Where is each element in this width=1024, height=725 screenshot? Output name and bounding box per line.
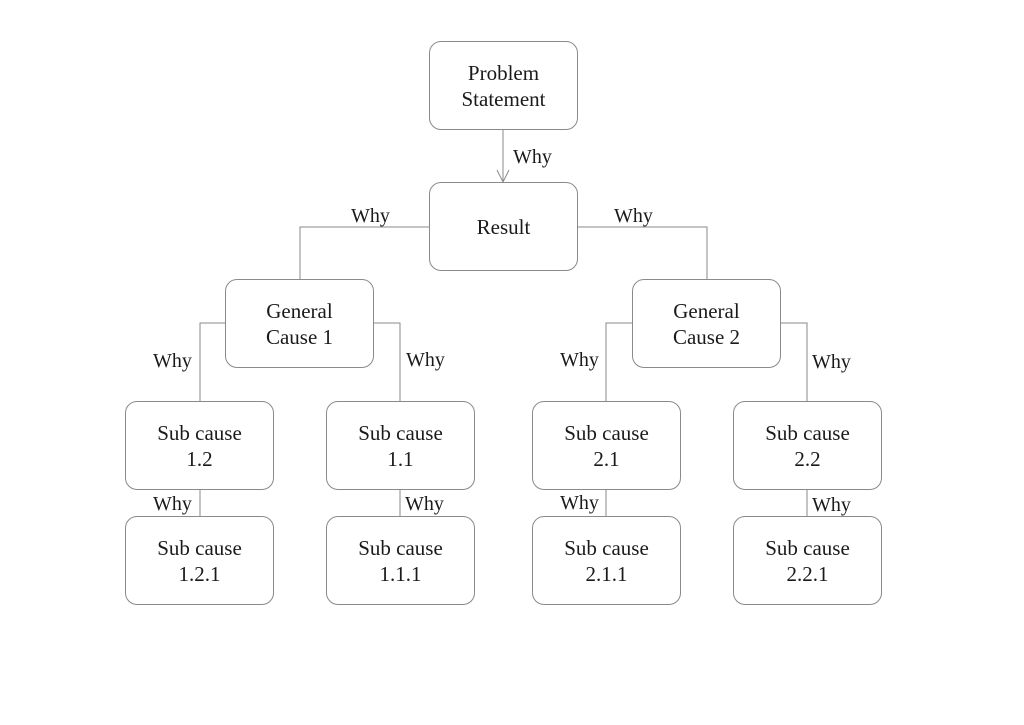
- sub-cause-1-1-1-node: Sub cause 1.1.1: [326, 516, 475, 605]
- general-cause-2-label: General Cause 2: [672, 298, 741, 349]
- sub-cause-1-2-1-label: Sub cause 1.2.1: [157, 535, 242, 586]
- sub-cause-2-1-1-node: Sub cause 2.1.1: [532, 516, 681, 605]
- sub-cause-1-2-1-node: Sub cause 1.2.1: [125, 516, 274, 605]
- sub-cause-1-2-label: Sub cause 1.2: [157, 420, 242, 471]
- why-label-gc2-s21: Why: [560, 349, 599, 371]
- connector-gc2-s21: [605, 322, 632, 401]
- sub-cause-1-2-node: Sub cause 1.2: [125, 401, 274, 490]
- result-node: Result: [429, 182, 578, 271]
- problem-statement-label: Problem Statement: [461, 60, 546, 111]
- why-label-s22-s221: Why: [812, 494, 851, 516]
- connector-gc1-s12: [199, 322, 225, 401]
- sub-cause-2-2-label: Sub cause 2.2: [765, 420, 850, 471]
- problem-statement-node: Problem Statement: [429, 41, 578, 130]
- why-label-s21-s211: Why: [560, 492, 599, 514]
- sub-cause-2-2-node: Sub cause 2.2: [733, 401, 882, 490]
- general-cause-1-node: General Cause 1: [225, 279, 374, 368]
- why-label-gc1-s11: Why: [406, 349, 445, 371]
- connector-result-gc1: [299, 226, 429, 279]
- general-cause-2-node: General Cause 2: [632, 279, 781, 368]
- why-label-s12-s121: Why: [153, 493, 192, 515]
- sub-cause-2-2-1-label: Sub cause 2.2.1: [765, 535, 850, 586]
- connector-gc1-s11: [374, 322, 401, 401]
- connector-gc2-s22: [781, 322, 808, 401]
- sub-cause-2-2-1-node: Sub cause 2.2.1: [733, 516, 882, 605]
- sub-cause-2-1-label: Sub cause 2.1: [564, 420, 649, 471]
- sub-cause-1-1-1-label: Sub cause 1.1.1: [358, 535, 443, 586]
- connector-result-gc2: [578, 226, 708, 279]
- sub-cause-2-1-1-label: Sub cause 2.1.1: [564, 535, 649, 586]
- result-label: Result: [476, 214, 531, 239]
- sub-cause-1-1-label: Sub cause 1.1: [358, 420, 443, 471]
- why-label-problem-result: Why: [513, 146, 552, 168]
- why-label-s11-s111: Why: [405, 493, 444, 515]
- why-label-result-gc1: Why: [351, 205, 390, 227]
- general-cause-1-label: General Cause 1: [265, 298, 334, 349]
- sub-cause-1-1-node: Sub cause 1.1: [326, 401, 475, 490]
- why-label-gc1-s12: Why: [153, 350, 192, 372]
- sub-cause-2-1-node: Sub cause 2.1: [532, 401, 681, 490]
- why-label-gc2-s22: Why: [812, 351, 851, 373]
- why-label-result-gc2: Why: [614, 205, 653, 227]
